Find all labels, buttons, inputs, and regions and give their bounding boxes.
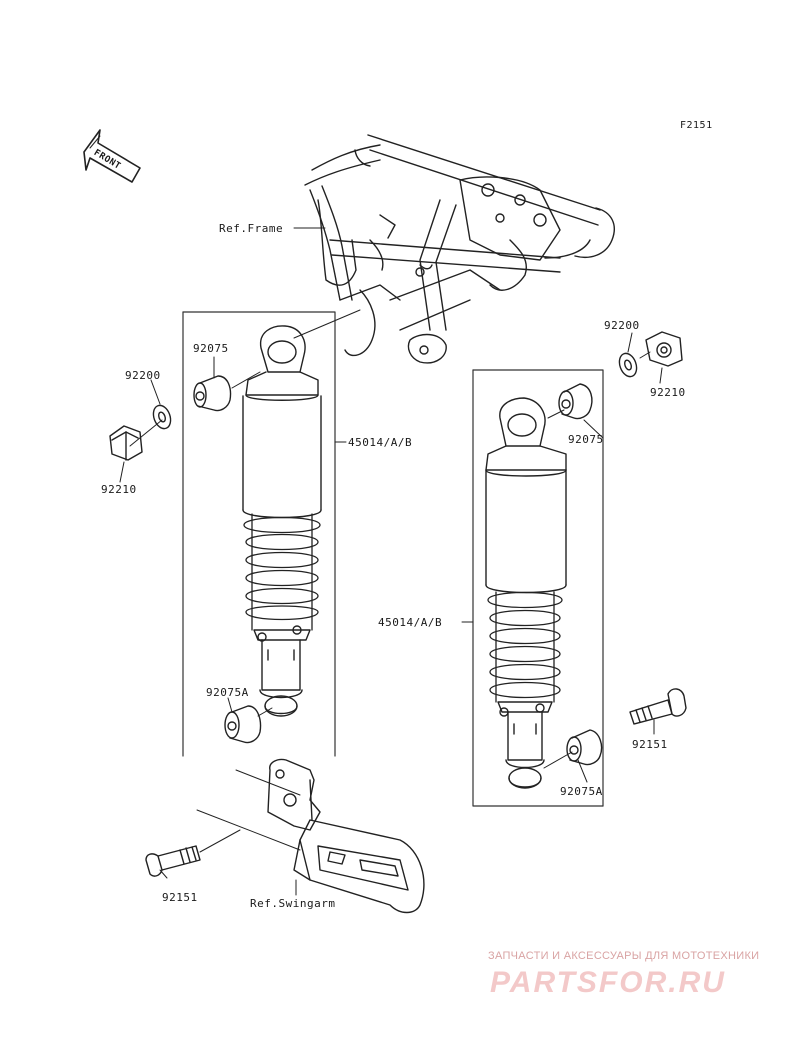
left-shock-group-outline — [182, 311, 336, 757]
leader-lines — [119, 227, 663, 896]
watermark-tagline: ЗАПЧАСТИ И АКСЕССУАРЫ ДЛЯ МОТОТЕХНИКИ — [488, 950, 760, 962]
part-label-92200-left: 92200 — [125, 369, 161, 382]
right-bushing-92075 — [558, 383, 593, 420]
watermark-logo: PARTSFOR.RU — [490, 966, 726, 999]
figure-code: F2151 — [680, 120, 713, 131]
right-nut-92210 — [645, 331, 683, 367]
part-label-92075A-left: 92075A — [206, 686, 249, 699]
left-bolt-92151 — [145, 845, 201, 877]
left-washer-92200 — [152, 404, 172, 430]
part-label-92075-right: 92075 — [568, 433, 604, 446]
right-bushing-92075A — [566, 729, 603, 766]
swingarm-illustration — [196, 758, 425, 914]
part-label-92151-right: 92151 — [632, 738, 668, 751]
left-bushing-92075A — [224, 705, 262, 744]
part-label-92075-left: 92075 — [193, 342, 229, 355]
left-bushing-92075 — [193, 375, 232, 412]
part-label-92200-right: 92200 — [604, 319, 640, 332]
ref-frame-label: Ref.Frame — [219, 222, 284, 235]
front-arrow-icon — [83, 129, 141, 183]
left-shock-absorber — [242, 325, 322, 717]
right-shock-group-outline — [472, 369, 604, 807]
part-label-45014-right: 45014/A/B — [378, 616, 443, 629]
part-label-92075A-right: 92075A — [560, 785, 603, 798]
right-shock-absorber — [485, 397, 567, 789]
part-label-45014-left: 45014/A/B — [348, 436, 413, 449]
right-washer-92200 — [618, 352, 638, 378]
part-label-92151-left: 92151 — [162, 891, 198, 904]
left-nut-92210 — [109, 425, 143, 461]
part-label-92210-right: 92210 — [650, 386, 686, 399]
frame-illustration — [304, 134, 615, 364]
right-bolt-92151 — [629, 688, 687, 725]
ref-swingarm-label: Ref.Swingarm — [250, 897, 336, 910]
part-label-92210-left: 92210 — [101, 483, 137, 496]
